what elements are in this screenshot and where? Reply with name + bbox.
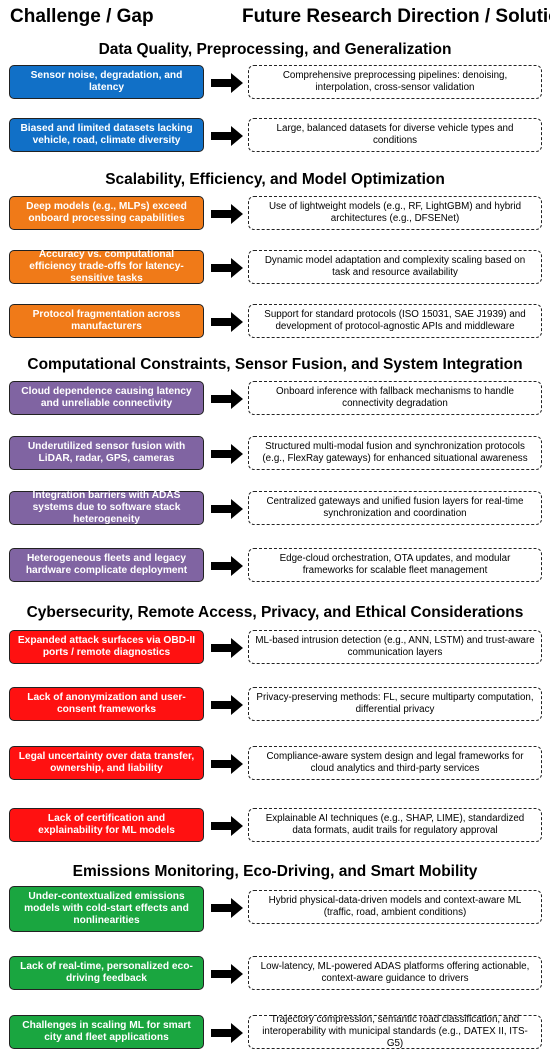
diagram-row: Under-contextualized emissions models wi… xyxy=(0,886,550,932)
diagram-row: Heterogeneous fleets and legacy hardware… xyxy=(0,548,550,584)
diagram-row: Cloud dependence causing latency and unr… xyxy=(0,381,550,417)
challenge-box: Protocol fragmentation across manufactur… xyxy=(9,304,204,338)
right-arrow-icon xyxy=(211,444,243,464)
solution-box: Trajectory compression, semantic road cl… xyxy=(248,1014,542,1049)
solution-box: Centralized gateways and unified fusion … xyxy=(248,491,542,525)
challenge-box: Expanded attack surfaces via OBD-II port… xyxy=(9,630,204,664)
right-arrow-icon xyxy=(211,964,243,984)
diagram-row: Accuracy vs. computational efficiency tr… xyxy=(0,249,550,286)
diagram-row: Lack of anonymization and user-consent f… xyxy=(0,687,550,723)
right-arrow-icon xyxy=(211,754,243,774)
solution-box: Structured multi-modal fusion and synchr… xyxy=(248,436,542,470)
section-title-cybersecurity: Cybersecurity, Remote Access, Privacy, a… xyxy=(26,604,524,621)
challenge-box: Biased and limited datasets lacking vehi… xyxy=(9,118,204,152)
solution-box: Hybrid physical-data-driven models and c… xyxy=(248,890,542,924)
diagram-row: Lack of real-time, personalized eco-driv… xyxy=(0,956,550,992)
diagram-row: Biased and limited datasets lacking vehi… xyxy=(0,118,550,154)
diagram-row: Sensor noise, degradation, and latency C… xyxy=(0,65,550,101)
solution-box: ML-based intrusion detection (e.g., ANN,… xyxy=(248,630,542,664)
challenge-column-header: Challenge / Gap xyxy=(10,6,154,27)
challenge-box: Deep models (e.g., MLPs) exceed onboard … xyxy=(9,196,204,230)
challenge-box: Cloud dependence causing latency and unr… xyxy=(9,381,204,415)
diagram-row: Integration barriers with ADAS systems d… xyxy=(0,490,550,527)
diagram-row: Legal uncertainty over data transfer, ow… xyxy=(0,746,550,782)
solution-box: Comprehensive preprocessing pipelines: d… xyxy=(248,65,542,99)
right-arrow-icon xyxy=(211,499,243,519)
challenge-box: Lack of certification and explainability… xyxy=(9,808,204,842)
solution-box: Large, balanced datasets for diverse veh… xyxy=(248,118,542,152)
section-title-data-quality: Data Quality, Preprocessing, and General… xyxy=(98,41,452,58)
challenge-box: Under-contextualized emissions models wi… xyxy=(9,886,204,932)
right-arrow-icon xyxy=(211,312,243,332)
right-arrow-icon xyxy=(211,204,243,224)
solution-box: Low-latency, ML-powered ADAS platforms o… xyxy=(248,956,542,990)
solution-box: Explainable AI techniques (e.g., SHAP, L… xyxy=(248,808,542,842)
solution-box: Onboard inference with fallback mechanis… xyxy=(248,381,542,415)
challenge-box: Legal uncertainty over data transfer, ow… xyxy=(9,746,204,780)
solution-box: Support for standard protocols (ISO 1503… xyxy=(248,304,542,338)
right-arrow-icon xyxy=(211,898,243,918)
right-arrow-icon xyxy=(211,1023,243,1043)
solution-box: Use of lightweight models (e.g., RF, Lig… xyxy=(248,196,542,230)
solution-box: Edge-cloud orchestration, OTA updates, a… xyxy=(248,548,542,582)
solution-box: Compliance-aware system design and legal… xyxy=(248,746,542,780)
diagram-row: Challenges in scaling ML for smart city … xyxy=(0,1014,550,1051)
diagram-row: Underutilized sensor fusion with LiDAR, … xyxy=(0,436,550,472)
right-arrow-icon xyxy=(211,816,243,836)
challenge-box: Heterogeneous fleets and legacy hardware… xyxy=(9,548,204,582)
diagram-row: Protocol fragmentation across manufactur… xyxy=(0,304,550,340)
challenge-box: Underutilized sensor fusion with LiDAR, … xyxy=(9,436,204,470)
diagram-row: Lack of certification and explainability… xyxy=(0,808,550,844)
solution-box: Dynamic model adaptation and complexity … xyxy=(248,250,542,284)
challenge-box: Integration barriers with ADAS systems d… xyxy=(9,490,204,525)
right-arrow-icon xyxy=(211,258,243,278)
right-arrow-icon xyxy=(211,695,243,715)
challenge-box: Sensor noise, degradation, and latency xyxy=(9,65,204,99)
section-title-computational-constraints: Computational Constraints, Sensor Fusion… xyxy=(27,356,523,373)
diagram-row: Deep models (e.g., MLPs) exceed onboard … xyxy=(0,196,550,232)
challenge-box: Challenges in scaling ML for smart city … xyxy=(9,1015,204,1049)
section-title-scalability: Scalability, Efficiency, and Model Optim… xyxy=(105,171,445,188)
section-title-emissions: Emissions Monitoring, Eco-Driving, and S… xyxy=(72,863,478,880)
right-arrow-icon xyxy=(211,389,243,409)
challenge-box: Accuracy vs. computational efficiency tr… xyxy=(9,249,204,284)
right-arrow-icon xyxy=(211,126,243,146)
solution-box: Privacy-preserving methods: FL, secure m… xyxy=(248,687,542,721)
right-arrow-icon xyxy=(211,638,243,658)
challenge-box: Lack of anonymization and user-consent f… xyxy=(9,687,204,721)
right-arrow-icon xyxy=(211,73,243,93)
right-arrow-icon xyxy=(211,556,243,576)
diagram-row: Expanded attack surfaces via OBD-II port… xyxy=(0,630,550,666)
solution-column-header: Future Research Direction / Solution xyxy=(242,6,550,27)
challenge-box: Lack of real-time, personalized eco-driv… xyxy=(9,956,204,990)
